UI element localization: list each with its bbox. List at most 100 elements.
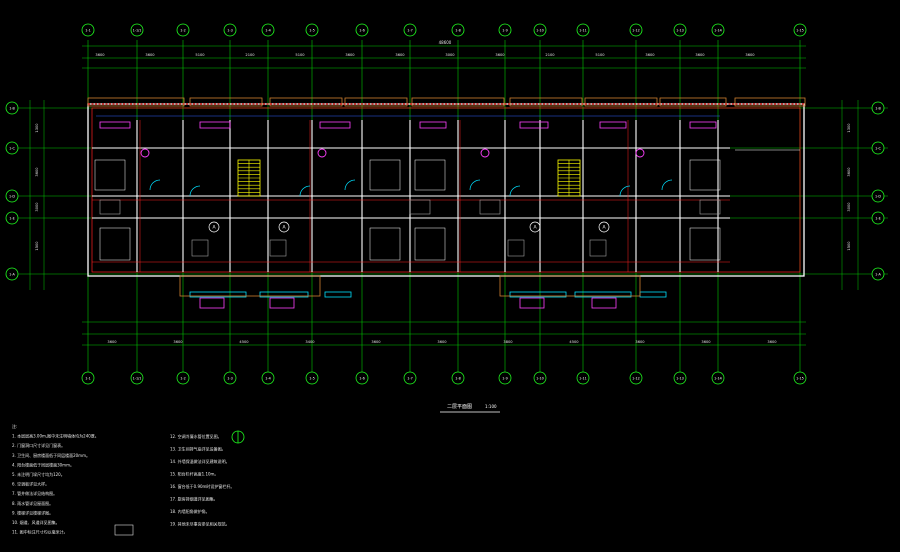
axis-label: 1-D — [9, 194, 15, 198]
window-cyan — [509, 291, 567, 298]
left-dimension-label: 1500 — [35, 241, 39, 251]
note-line: 2. 门窗洞口尺寸详见门窗表。 — [12, 442, 65, 448]
bed-outline — [414, 227, 446, 261]
top-dimension-label: 3600 — [695, 53, 705, 57]
bottom-dimension-label: 3400 — [305, 340, 315, 344]
axis-bubble-bottom: 1-15 — [793, 371, 807, 385]
furniture — [507, 239, 525, 257]
parapet-box — [584, 97, 658, 107]
axis-label: 1-4 — [265, 376, 271, 380]
axis-bubble-top: 1-5 — [305, 23, 319, 37]
bed-outline — [689, 159, 721, 191]
furniture — [479, 199, 501, 215]
axis-label: 1-D — [875, 194, 881, 198]
axis-bubble-top: 1-15 — [793, 23, 807, 37]
door-swing — [469, 179, 481, 191]
note-line: 18. 内墙阳角做护角。 — [170, 508, 210, 514]
axis-bubble-right: 1-E — [871, 211, 885, 225]
aircon-box — [519, 297, 545, 309]
axis-label: 1-7 — [407, 376, 413, 380]
axis-bubble-left: 1-A — [5, 267, 19, 281]
axis-bubble-top: 1-14 — [711, 23, 725, 37]
balcony-outline — [499, 275, 641, 297]
furniture — [191, 239, 209, 257]
section-marker: A — [208, 221, 220, 233]
parapet-box — [189, 97, 263, 107]
axis-label: 1-E — [9, 216, 15, 220]
stamp-icon — [114, 524, 134, 536]
axis-label: 1-3 — [227, 28, 233, 32]
aircon-box — [591, 297, 617, 309]
axis-bubble-bottom: 1-10 — [533, 371, 547, 385]
axis-bubble-top: 1-13 — [673, 23, 687, 37]
axis-label: 1-13 — [676, 28, 684, 32]
parapet-box — [269, 97, 343, 107]
axis-label: 1-13 — [676, 376, 684, 380]
section-marker: A — [598, 221, 610, 233]
axis-bubble-bottom: 1-13 — [673, 371, 687, 385]
window-cyan — [189, 291, 247, 298]
axis-bubble-bottom: 1-2 — [176, 371, 190, 385]
window-magenta — [599, 121, 627, 129]
bottom-dimension-label: 3600 — [701, 340, 711, 344]
furniture — [409, 199, 431, 215]
axis-bubble-right: 1-C — [871, 141, 885, 155]
axis-bubble-top: 1-4 — [261, 23, 275, 37]
left-dimension-label: 3000 — [35, 202, 39, 212]
note-line: 1. 本层层高3.00m,图中未注明墙体均为240厚。 — [12, 433, 99, 439]
notes-left: 注:1. 本层层高3.00m,图中未注明墙体均为240厚。2. 门窗洞口尺寸详见… — [12, 423, 99, 535]
furniture — [269, 239, 287, 257]
axis-bubble-top: 1-6 — [355, 23, 369, 37]
section-marker: A — [278, 221, 290, 233]
axis-label: 1-1 — [85, 28, 91, 32]
top-dimension-label: 3600 — [95, 53, 105, 57]
axis-label: 1-10 — [536, 28, 544, 32]
axis-bubble-left: 1-E — [5, 211, 19, 225]
stair-icon — [557, 159, 581, 197]
window-magenta — [199, 121, 231, 129]
axis-label: 1-4 — [265, 28, 271, 32]
bed-outline — [689, 227, 721, 261]
note-line: 5. 未注明门垛尺寸均为120。 — [12, 471, 65, 477]
axis-label: 1-9 — [502, 376, 508, 380]
axis-bubble-top: 1-3 — [223, 23, 237, 37]
axis-bubble-top: 1-12 — [629, 23, 643, 37]
notes-right: 12. 空调冷凝水管位置见图。13. 卫生间排气扇详见设备图。14. 外墙保温做… — [170, 433, 234, 527]
left-dimension-label: 3600 — [35, 167, 39, 177]
axis-label: 1-3 — [227, 376, 233, 380]
axis-bubble-bottom: 1-1/1 — [130, 371, 144, 385]
axis-label: 1-10 — [536, 376, 544, 380]
note-line: 17. 厨房排烟道详见图集。 — [170, 496, 218, 502]
bottom-dimension-label: 3600 — [437, 340, 447, 344]
note-line: 8. 雨水管详见屋面图。 — [12, 500, 53, 506]
axis-bubble-top: 1-1/1 — [130, 23, 144, 37]
axis-label: 1-8 — [455, 376, 461, 380]
drawing-title-text: 二层平面图 — [447, 404, 472, 410]
bottom-dimension-label: 3600 — [107, 340, 117, 344]
window-magenta — [319, 121, 351, 129]
top-dimension-label: 3600 — [345, 53, 355, 57]
fixture-icon — [317, 148, 327, 158]
axis-label: 1-A — [9, 272, 15, 276]
top-dimension-label: 3600 — [395, 53, 405, 57]
note-line: 16. 窗台低于0.90m时设护窗栏杆。 — [170, 483, 234, 489]
axis-label: 1-14 — [714, 376, 722, 380]
axis-bubble-right: 1-A — [871, 267, 885, 281]
bed-outline — [94, 159, 126, 191]
axis-bubble-bottom: 1-6 — [355, 371, 369, 385]
overall-dimension: 48600 — [439, 40, 452, 45]
right-dimension-label: 3000 — [847, 202, 851, 212]
bottom-dimension-label: 3600 — [767, 340, 777, 344]
door-swing — [149, 179, 161, 191]
axis-bubble-bottom: 1-9 — [498, 371, 512, 385]
axis-label: 1-11 — [579, 28, 587, 32]
window-magenta — [689, 121, 717, 129]
axis-bubble-top: 1-9 — [498, 23, 512, 37]
door-swing — [661, 179, 673, 191]
window-cyan — [574, 291, 632, 298]
parapet-box — [411, 97, 505, 107]
door-swing — [509, 185, 521, 197]
window-magenta — [99, 121, 131, 129]
note-line: 12. 空调冷凝水管位置见图。 — [170, 433, 222, 439]
